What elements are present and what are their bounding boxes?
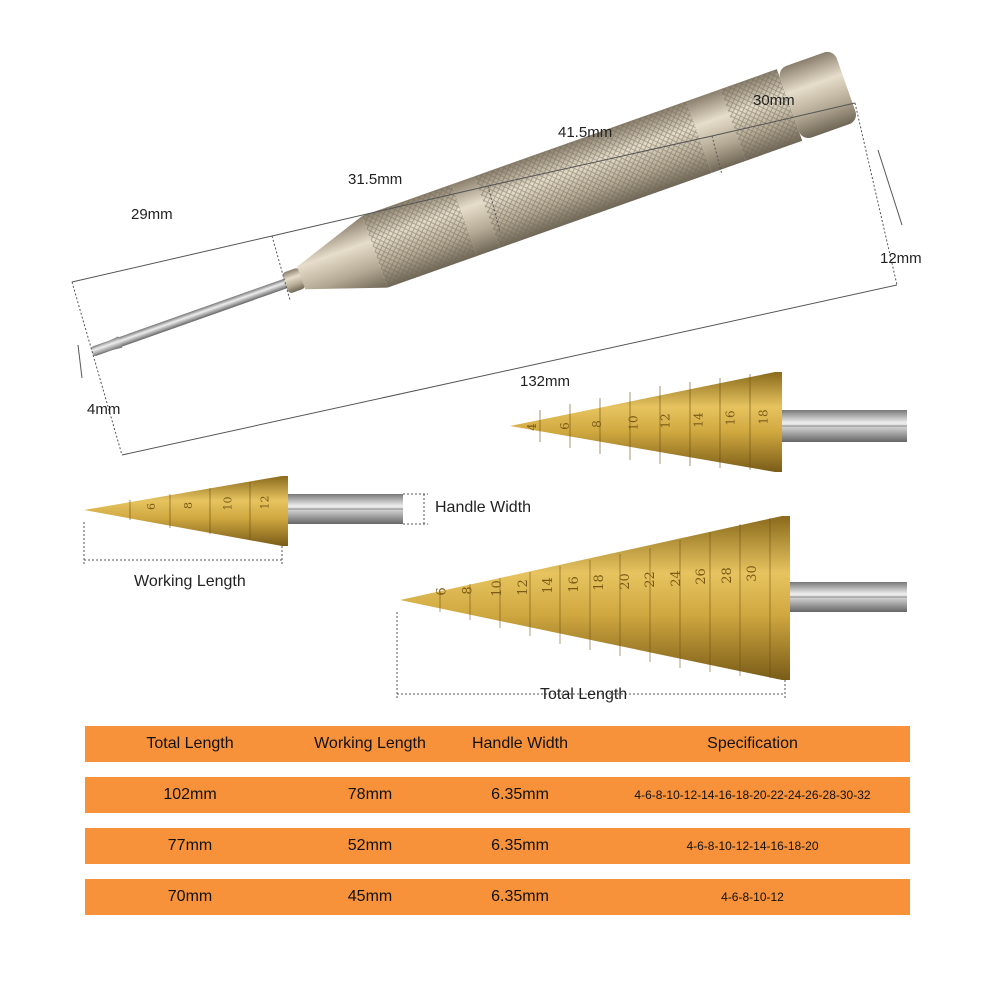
drill-marking: 4: [524, 423, 539, 431]
drill-marking: 22: [642, 571, 658, 588]
drill-marking: 18: [756, 409, 771, 425]
drill-marking: 28: [719, 566, 735, 584]
drill-marking: 6: [145, 503, 158, 510]
drill-marking: 26: [693, 568, 709, 585]
body-diameter-label: 12mm: [880, 250, 922, 267]
tip-diameter-label: 4mm: [87, 401, 121, 418]
drill-marking: 10: [626, 415, 641, 431]
drill-marking: 6: [434, 587, 450, 596]
cell-handle-width: 6.35mm: [491, 786, 549, 803]
punch-dimension-lines: [71, 102, 903, 456]
header-handle-width: Handle Width: [471, 735, 569, 752]
cell-working-length: 78mm: [347, 786, 393, 803]
step-drill-medium: [510, 372, 907, 472]
drill-marking: 12: [658, 413, 673, 429]
cell-total-length: 77mm: [167, 837, 213, 854]
drill-marking: 14: [540, 577, 556, 594]
punch-cone: [297, 216, 388, 290]
drill-marking: 6: [557, 421, 572, 430]
cell-handle-width: 6.35mm: [491, 888, 549, 905]
header-working-length: Working Length: [314, 735, 426, 752]
table-row: 70mm 45mm 6.35mm 4-6-8-10-12: [85, 879, 910, 915]
step-drill-large: [396, 516, 907, 700]
cell-total-length: 70mm: [167, 888, 213, 905]
working-length-label: Working Length: [134, 573, 246, 590]
drill-marking: 16: [724, 410, 739, 427]
spec-table-header: Total Length Working Length Handle Width…: [85, 726, 910, 762]
drill-marking: 20: [617, 572, 633, 590]
drill-marking: 12: [515, 578, 531, 596]
step-drill-small: [83, 476, 428, 566]
punch-point: [90, 336, 123, 355]
drill-marking: 24: [668, 569, 684, 587]
cell-specification: 4-6-8-10-12: [721, 890, 784, 904]
drill-marking: 8: [589, 420, 604, 428]
header-total-length: Total Length: [146, 735, 234, 752]
total-length-label: Total Length: [540, 686, 628, 703]
cell-specification: 4-6-8-10-12-14-16-18-20: [686, 839, 819, 853]
body-section-label: 41.5mm: [558, 124, 613, 141]
drill-marking: 16: [566, 575, 582, 593]
punch-tip-rod: [91, 278, 291, 356]
drill-marking: 10: [221, 496, 235, 511]
drill-marking: 8: [460, 585, 476, 595]
cell-working-length: 52mm: [347, 837, 393, 854]
punch-collar: [282, 268, 305, 293]
header-specification: Specification: [707, 735, 798, 752]
drill-marking: 10: [489, 580, 505, 597]
drill-marking: 30: [744, 565, 760, 582]
table-row: 102mm 78mm 6.35mm 4-6-8-10-12-14-16-18-2…: [85, 777, 910, 813]
drill-marking: 18: [591, 574, 607, 591]
drill-marking: 8: [181, 501, 195, 509]
handle-width-label: Handle Width: [435, 499, 532, 516]
punch-end-cap: [779, 51, 857, 139]
table-row: 77mm 52mm 6.35mm 4-6-8-10-12-14-16-18-20: [85, 828, 910, 864]
drill-marking: 14: [691, 412, 706, 428]
cell-working-length: 45mm: [347, 888, 393, 905]
cap-section-label: 30mm: [753, 92, 795, 109]
punch-band-2: [686, 89, 746, 173]
tip-section-label: 29mm: [131, 206, 173, 223]
total-length-punch-label: 132mm: [520, 373, 571, 390]
punch-band-1: [451, 176, 500, 256]
cell-specification: 4-6-8-10-12-14-16-18-20-22-24-26-28-30-3…: [634, 788, 871, 802]
drill-marking: 12: [258, 495, 272, 510]
cell-handle-width: 6.35mm: [491, 837, 549, 854]
cone-section-label: 31.5mm: [348, 171, 403, 188]
center-punch: [90, 51, 857, 356]
cell-total-length: 102mm: [163, 786, 217, 803]
